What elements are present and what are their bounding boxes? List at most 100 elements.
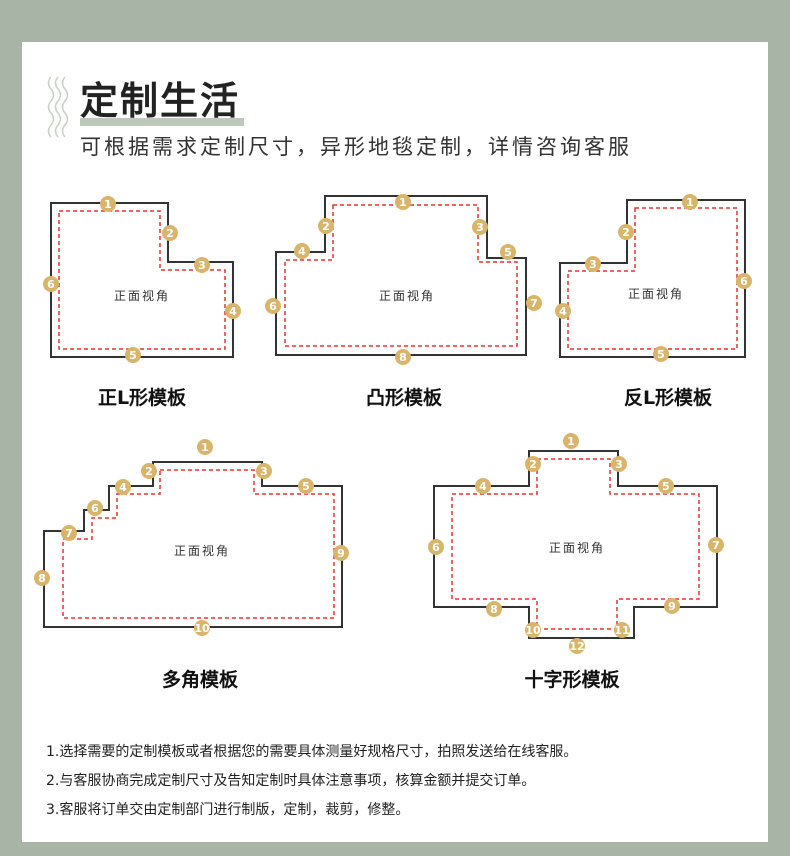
template-polygon-shape: 正面视角 多角模板 1 2 3 4 5 6 7 8 9 10: [34, 439, 349, 691]
content-card: [22, 42, 768, 842]
template-name: 多角模板: [162, 668, 239, 691]
marker-badge: 4: [555, 303, 571, 319]
marker-badge: 7: [526, 295, 542, 311]
marker-badge: 9: [333, 545, 349, 561]
instruction-line: 3.客服将订单交由定制部门进行制版，定制，裁剪，修整。: [46, 802, 410, 818]
marker-number: 2: [322, 220, 330, 233]
instructions: 1.选择需要的定制模板或者根据您的需要具体测量好规格尺寸，拍照发送给在线客服。 …: [46, 738, 577, 825]
marker-badge: 9: [664, 598, 680, 614]
marker-badge: 3: [585, 256, 601, 272]
marker-number: 1: [201, 441, 209, 454]
template-name: 凸形模板: [366, 386, 443, 409]
instruction-line: 2.与客服协商完成定制尺寸及告知定制时具体注意事项，核算金额并提交订单。: [46, 773, 536, 789]
marker-badge: 5: [653, 346, 669, 362]
marker-badge: 5: [298, 478, 314, 494]
marker-badge: 10: [525, 622, 541, 638]
marker-badge: 6: [87, 500, 103, 516]
marker-badge: 5: [125, 347, 141, 363]
marker-number: 9: [668, 600, 676, 613]
marker-number: 6: [269, 300, 277, 313]
marker-badge: 6: [43, 276, 59, 292]
marker-badge: 2: [525, 456, 541, 472]
view-label: 正面视角: [379, 288, 435, 303]
marker-number: 1: [104, 198, 112, 211]
marker-number: 3: [260, 465, 268, 478]
title-underline: [80, 118, 244, 126]
marker-number: 5: [662, 480, 670, 493]
marker-number: 5: [657, 348, 665, 361]
template-name: 正L形模板: [98, 386, 187, 409]
marker-badge: 8: [34, 570, 50, 586]
marker-badge: 10: [194, 620, 210, 636]
marker-number: 7: [65, 527, 73, 540]
marker-number: 2: [622, 226, 630, 239]
marker-number: 3: [589, 258, 597, 271]
marker-badge: 6: [265, 298, 281, 314]
marker-badge: 2: [162, 225, 178, 241]
instruction-line: 1.选择需要的定制模板或者根据您的需要具体测量好规格尺寸，拍照发送给在线客服。: [46, 744, 578, 760]
marker-badge: 7: [708, 537, 724, 553]
marker-number: 11: [614, 624, 629, 637]
marker-number: 6: [740, 275, 748, 288]
marker-badge: 8: [486, 601, 502, 617]
marker-number: 6: [432, 541, 440, 554]
marker-badge: 4: [294, 243, 310, 259]
marker-number: 6: [47, 278, 55, 291]
marker-badge: 5: [500, 244, 516, 260]
marker-number: 2: [529, 458, 537, 471]
marker-number: 8: [490, 603, 498, 616]
marker-badge: 4: [225, 303, 241, 319]
marker-badge: 1: [197, 439, 213, 455]
page-title: 定制生活: [80, 79, 241, 123]
marker-number: 5: [129, 349, 137, 362]
marker-badge: 2: [318, 218, 334, 234]
marker-badge: 6: [428, 539, 444, 555]
marker-number: 6: [91, 502, 99, 515]
marker-number: 2: [166, 227, 174, 240]
marker-number: 1: [567, 435, 575, 448]
marker-badge: 1: [682, 194, 698, 210]
marker-number: 7: [712, 539, 720, 552]
marker-badge: 7: [61, 525, 77, 541]
view-label: 正面视角: [174, 543, 230, 558]
marker-badge: 3: [611, 456, 627, 472]
marker-number: 10: [525, 624, 541, 637]
marker-badge: 4: [115, 479, 131, 495]
marker-number: 5: [504, 246, 512, 259]
marker-badge: 12: [569, 638, 585, 654]
marker-badge: 5: [658, 478, 674, 494]
template-name: 反L形模板: [624, 386, 713, 409]
template-name: 十字形模板: [524, 668, 620, 691]
marker-number: 4: [298, 245, 306, 258]
marker-number: 7: [530, 297, 538, 310]
marker-badge: 4: [475, 478, 491, 494]
marker-badge: 11: [614, 622, 630, 638]
marker-number: 12: [569, 640, 584, 653]
marker-badge: 2: [141, 463, 157, 479]
marker-number: 10: [194, 622, 210, 635]
marker-number: 4: [229, 305, 237, 318]
wave-decoration-icon: [47, 76, 69, 138]
marker-badge: 3: [256, 463, 272, 479]
marker-number: 1: [686, 196, 694, 209]
marker-badge: 1: [395, 194, 411, 210]
marker-number: 4: [559, 305, 567, 318]
view-label: 正面视角: [549, 540, 605, 555]
marker-number: 4: [479, 480, 487, 493]
marker-number: 3: [615, 458, 623, 471]
marker-badge: 1: [563, 433, 579, 449]
marker-badge: 3: [194, 257, 210, 273]
marker-badge: 8: [395, 349, 411, 365]
marker-number: 4: [119, 481, 127, 494]
marker-badge: 6: [736, 273, 752, 289]
marker-number: 8: [399, 351, 407, 364]
marker-number: 5: [302, 480, 310, 493]
marker-number: 2: [145, 465, 153, 478]
marker-number: 9: [337, 547, 345, 560]
page-subtitle: 可根据需求定制尺寸，异形地毯定制，详情咨询客服: [80, 135, 632, 159]
marker-badge: 1: [100, 196, 116, 212]
